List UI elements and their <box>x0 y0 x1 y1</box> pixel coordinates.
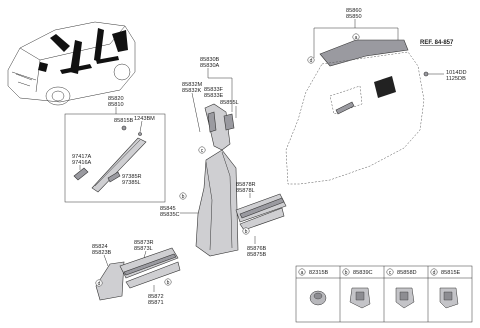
legend-cell-c: c 85858D <box>386 268 417 309</box>
b-pillar-lower-trim <box>195 149 239 257</box>
legend-letter: b <box>345 270 348 276</box>
a-pillar-trim <box>91 137 147 193</box>
part-label: 97385R <box>122 174 142 180</box>
part-label: 85830B <box>200 57 220 63</box>
quarter-lower-trim <box>285 51 425 185</box>
screw-icon <box>138 132 142 136</box>
callout-d: d <box>310 58 313 64</box>
legend-part: 85815E <box>441 270 461 276</box>
part-label: 1125DB <box>446 76 466 82</box>
legend-letter: a <box>301 270 304 276</box>
legend-part: 82315B <box>309 270 329 276</box>
fastener-legend: a 82315B b 85839C c 85858D d 85815E <box>295 265 473 323</box>
legend-cell-d: d 85815E <box>430 268 461 309</box>
b-pillar-group: 85830B 85830A 85832M 85832K 85833F 85833… <box>160 57 239 257</box>
part-label: 85876B <box>247 246 267 252</box>
part-label: 85878R <box>236 182 256 188</box>
part-label: 97417A <box>72 154 92 160</box>
part-label: 85873L <box>134 246 153 252</box>
reference-label: REF. 84-857 <box>420 40 454 46</box>
legend-letter: d <box>433 270 436 276</box>
part-label: 85833F <box>204 87 224 93</box>
a-pillar-cover <box>107 171 121 183</box>
part-label: 85833E <box>204 93 224 99</box>
part-label: 85855L <box>220 100 239 106</box>
legend-part: 85839C <box>353 270 373 276</box>
speaker-grille <box>374 76 396 98</box>
part-label: 85850 <box>346 14 362 20</box>
quarter-trim-group: 85860 85850 REF. 84-857 a d 1014DD 1125D… <box>285 8 467 185</box>
vehicle-illustration <box>7 21 136 106</box>
callout-b: b <box>245 229 248 235</box>
part-label: 85820 <box>108 96 124 102</box>
part-label: 85872 <box>148 294 164 300</box>
part-label: 85824 <box>92 244 108 250</box>
bolt-icon <box>423 71 429 77</box>
a-pillar-clip <box>73 167 89 181</box>
a-pillar-group: 85820 85810 85815B 1243BM 97417A 97416A … <box>64 96 166 203</box>
front-scuff-group: 85824 85823B d 85873R 85873L b 85872 858… <box>92 240 181 306</box>
seat-belt-guide <box>207 111 217 133</box>
callout-c: c <box>201 148 204 154</box>
callout-a: a <box>355 35 358 41</box>
legend-cell-a: a 82315B <box>298 268 329 306</box>
part-label: 85845 <box>160 206 176 212</box>
legend-part: 85858D <box>397 270 417 276</box>
height-adjuster-cover <box>223 113 235 131</box>
part-label: 85878L <box>236 188 255 194</box>
part-label: 85875B <box>247 252 267 258</box>
quarter-upper-trim <box>319 39 409 67</box>
part-label: 1014DD <box>446 70 467 76</box>
part-label: 85873R <box>134 240 154 246</box>
part-label: 85871 <box>148 300 164 306</box>
legend-cell-b: b 85839C <box>342 268 373 309</box>
part-label: 85810 <box>108 102 124 108</box>
part-label: 97385L <box>122 180 141 186</box>
part-label: 85860 <box>346 8 362 14</box>
callout-b: b <box>182 194 185 200</box>
callout-d: d <box>98 281 101 287</box>
callout-b: b <box>167 280 170 286</box>
part-label: 85835C <box>160 212 180 218</box>
part-label: 85832M <box>182 82 203 88</box>
clip-icon <box>121 125 127 131</box>
part-label: 85823B <box>92 250 112 256</box>
part-label: 85815B <box>114 118 134 124</box>
front-lower-trim <box>95 261 125 301</box>
part-label: 85832K <box>182 88 202 94</box>
rear-scuff-group: 85878R 85878L b 85876B 85875B <box>235 182 287 258</box>
part-label: 1243BM <box>134 116 155 122</box>
legend-letter: c <box>389 270 392 276</box>
part-label: 85830A <box>200 63 220 69</box>
part-label: 97416A <box>72 160 92 166</box>
a-pillar-box <box>64 113 166 203</box>
